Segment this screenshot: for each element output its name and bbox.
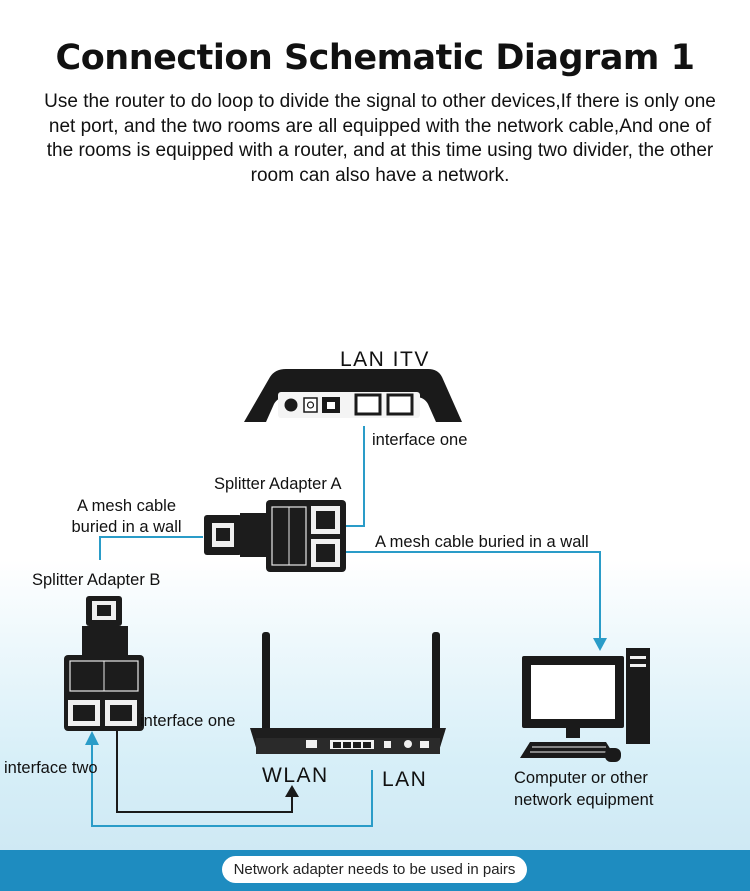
- splitter-a-label: Splitter Adapter A: [214, 475, 342, 493]
- wlan-label: WLAN: [262, 764, 329, 787]
- arrow-head-splitter-b: [85, 731, 99, 745]
- computer-label: Computer or other network equipment: [514, 769, 654, 809]
- cable-lines: [91, 426, 601, 827]
- arrow-head-computer: [593, 638, 607, 651]
- intro-text: Use the router to do loop to divide the …: [44, 91, 716, 186]
- arrow-head-wlan: [285, 785, 299, 797]
- lan-itv-modem: [244, 369, 462, 422]
- cable-modem-to-splitter-a: [346, 426, 365, 527]
- interface-one-bottom-label: interface one: [140, 712, 236, 730]
- diagram-title: Connection Schematic Diagram 1: [55, 38, 695, 78]
- wireless-router: [250, 632, 446, 754]
- mesh-cable-left-label: A mesh cable buried in a wall: [71, 497, 182, 536]
- cable-splitter-a-to-splitter-b: [99, 536, 203, 560]
- lan-itv-label: LAN ITV: [340, 348, 430, 371]
- splitter-adapter-a: [204, 500, 346, 572]
- cable-splitter-a-to-computer: [346, 551, 601, 640]
- cable-router-to-splitter-b: [91, 742, 373, 827]
- mesh-cable-right-label: A mesh cable buried in a wall: [375, 533, 589, 551]
- cable-splitter-b-to-wlan: [116, 728, 293, 813]
- computer: [520, 648, 650, 762]
- lan-label: LAN: [382, 768, 428, 791]
- interface-two-label: interface two: [4, 759, 98, 777]
- footer-note: Network adapter needs to be used in pair…: [222, 856, 527, 883]
- interface-one-top-label: interface one: [372, 431, 468, 449]
- splitter-b-label: Splitter Adapter B: [32, 571, 161, 589]
- splitter-adapter-b: [64, 596, 144, 731]
